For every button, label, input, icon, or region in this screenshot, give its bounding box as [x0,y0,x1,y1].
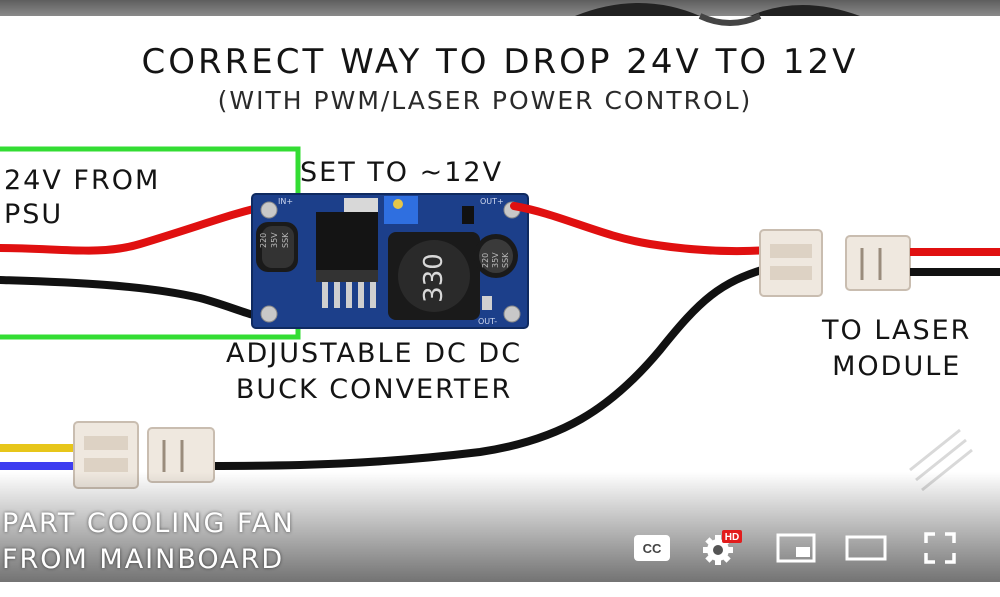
controls-gradient [0,472,1000,582]
subtitles-icon: CC [634,535,670,561]
fullscreen-button[interactable] [918,526,962,570]
fan-label-line2: FROM MAINBOARD [2,544,285,575]
theater-mode-button[interactable] [844,526,888,570]
laser-label-line1: TO LASER [822,315,972,346]
right-cap-brand: SSK [501,252,510,268]
laser-connector-female [759,229,823,297]
settings-gear-icon: HD [703,530,742,565]
subtitles-button[interactable]: CC [630,526,674,570]
fan-label-line1: PART COOLING FAN [2,508,295,539]
left-cap-value: 220 [259,233,268,248]
top-edge [0,0,1000,16]
right-cap-value: 220 [481,253,490,268]
bottom-edge [0,582,1000,597]
output-red-wire [510,202,774,256]
in-plus-marking: IN+ [278,197,293,206]
video-title-line1: CORRECT WAY TO DROP 24V TO 12V [141,42,859,82]
left-cap-brand: SSK [281,232,290,248]
buck-label-line1: ADJUSTABLE DC DC [226,338,523,369]
buck-label-line2: BUCK CONVERTER [235,374,513,405]
psu-label: 24V FROM PSU [4,164,160,232]
fan-graphic [575,3,860,26]
miniplayer-icon [776,533,816,563]
miniplayer-button[interactable] [774,526,818,570]
right-cap-voltage: 35V [491,252,500,268]
psu-black-wire [0,276,272,322]
fan-label: PART COOLING FAN FROM MAINBOARD [2,506,295,578]
laser-label-line2: MODULE [832,351,962,382]
settings-button[interactable]: HD [700,526,744,570]
set-voltage-label: SET TO ~12V [300,157,504,188]
buck-converter-label: ADJUSTABLE DC DC BUCK CONVERTER [226,336,522,408]
fullscreen-icon [924,532,956,564]
left-cap-voltage: 35V [270,232,279,248]
laser-module-label: TO LASER MODULE [822,313,971,385]
theater-mode-icon [845,535,887,561]
buck-converter-board [251,193,529,329]
inductor-code: 330 [419,253,449,303]
laser-connector-male [845,235,911,291]
psu-label-line2: PSU [4,199,64,230]
psu-label-line1: 24V FROM [4,165,161,196]
cc-text: CC [643,541,662,556]
out-plus-marking: OUT+ [480,197,504,206]
hd-badge: HD [725,532,739,543]
video-title-line2: (WITH PWM/LASER POWER CONTROL) [217,86,753,115]
output-black-wire [206,264,772,470]
psu-red-wire [0,202,270,255]
out-minus-marking: OUT- [478,317,497,326]
